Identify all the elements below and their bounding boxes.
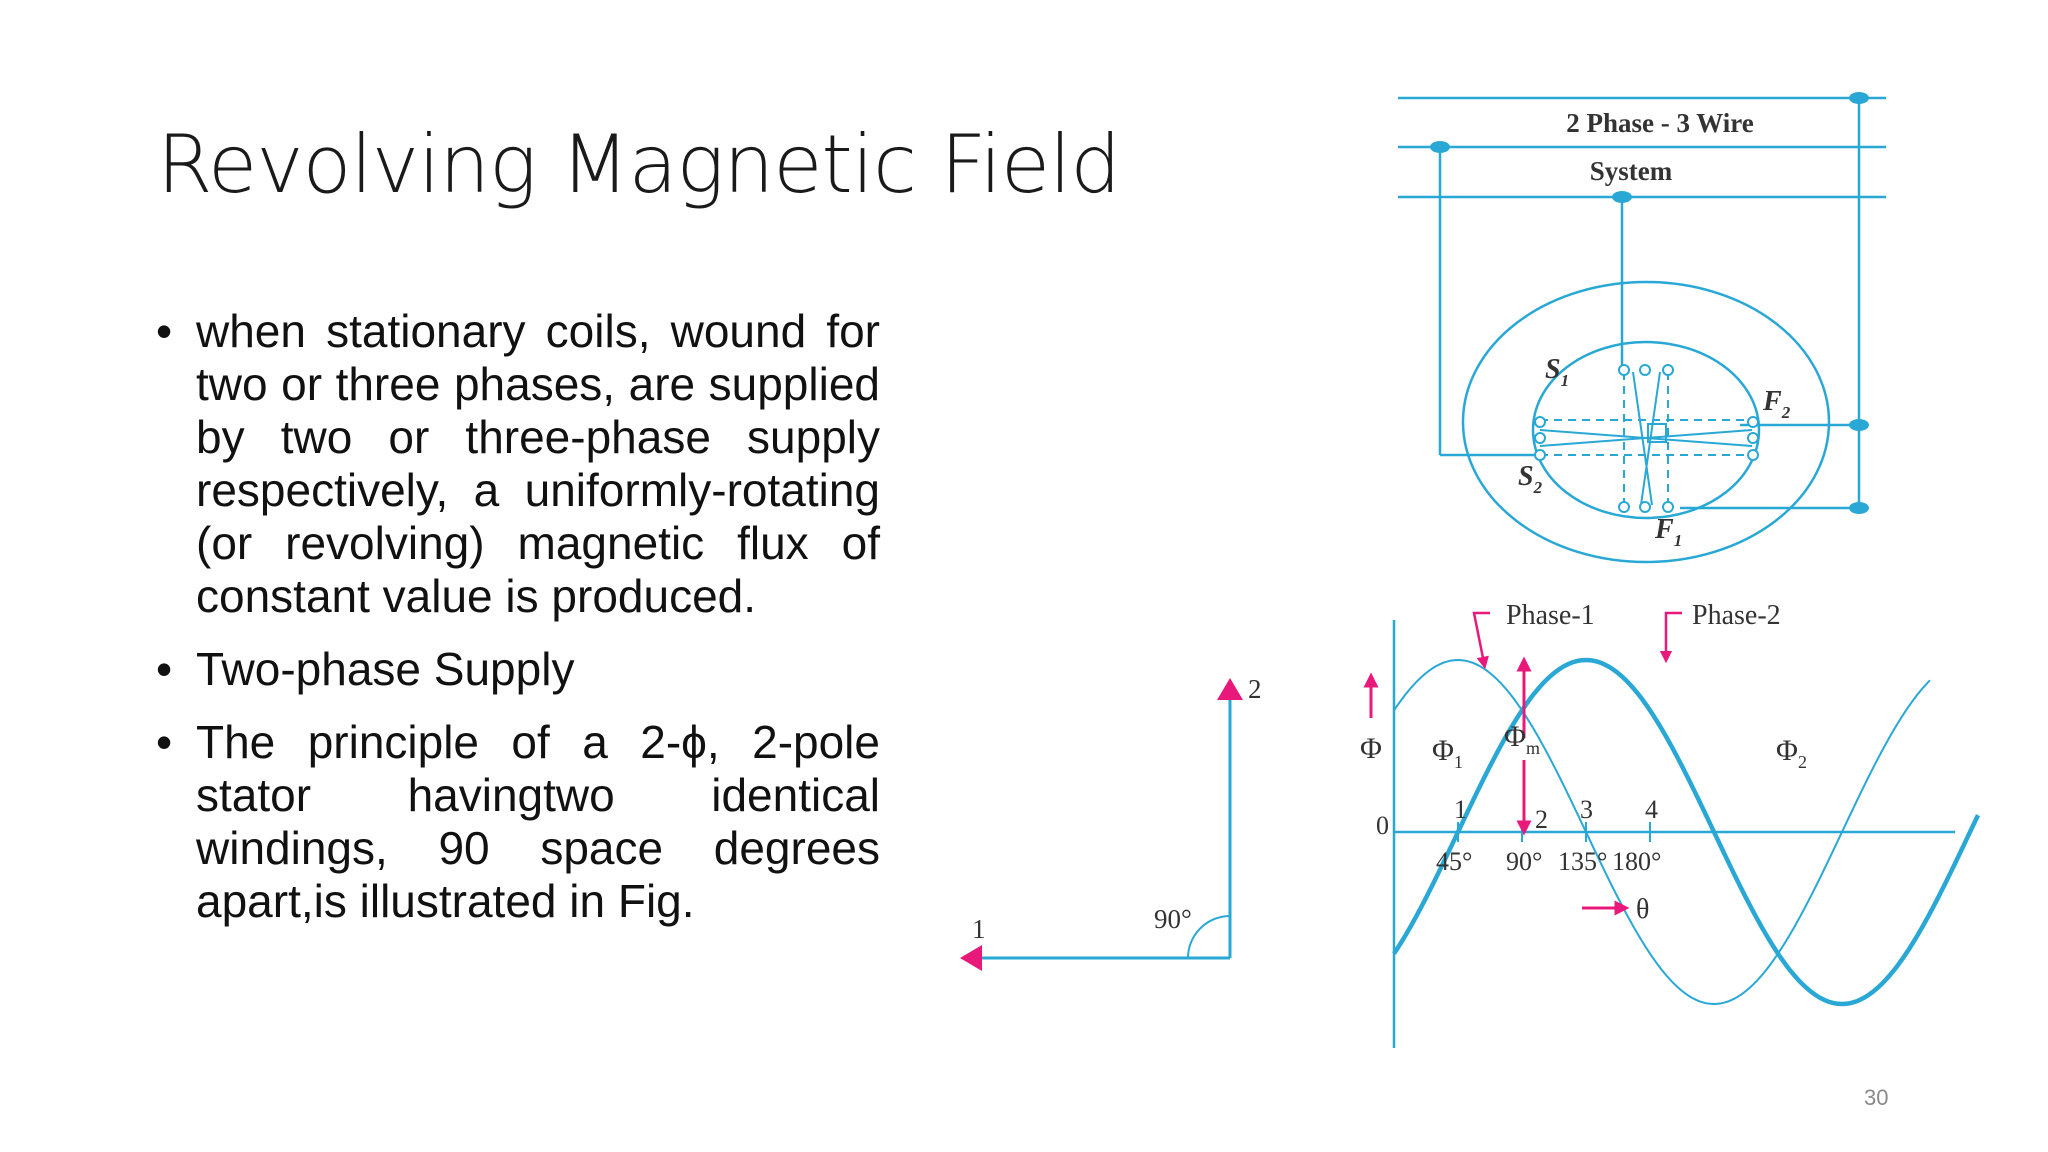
supply-nodes <box>1430 92 1869 514</box>
flux-max-sub: m <box>1526 738 1540 758</box>
point-label-2: 2 <box>1535 805 1548 834</box>
phase-1-pointer <box>1472 611 1490 670</box>
point-label-4: 4 <box>1645 795 1658 824</box>
coil-s1-label: S1 <box>1545 354 1569 390</box>
angle-tick-135: 135° <box>1558 847 1607 876</box>
flux-2-label: Φ2 <box>1776 734 1807 772</box>
angle-arc <box>1187 915 1231 959</box>
bullet-glyph: • <box>156 643 173 695</box>
flux-1-letter: Φ <box>1432 734 1454 767</box>
slide-title: Revolving Magnetic Field <box>157 118 1121 211</box>
bullet-text: The principle of a 2-ϕ, 2-pole stator ha… <box>196 716 880 927</box>
axis-2-arrowhead <box>1217 678 1243 700</box>
flux-symbol: Φ <box>1360 732 1382 765</box>
coil-f1-sub: 1 <box>1674 531 1683 550</box>
bullet-item: • The principle of a 2-ϕ, 2-pole stator … <box>150 716 880 928</box>
angle-label: 90° <box>1154 904 1192 934</box>
angle-tick-90: 90° <box>1506 847 1542 876</box>
phase-2-label: Phase-2 <box>1692 600 1781 631</box>
point-label-3: 3 <box>1580 795 1593 824</box>
waveform-plot: Phase-1 Phase-2 Φ Φ1 Φm Φ2 0 1 2 3 4 45°… <box>1360 600 1981 1048</box>
bullet-glyph: • <box>156 716 173 768</box>
axis-1-label: 1 <box>972 914 986 944</box>
bullet-list: • when stationary coils, wound for two o… <box>150 305 880 948</box>
bullet-glyph: • <box>156 305 173 357</box>
coil-s1-sub: 1 <box>1561 371 1570 390</box>
theta-label: θ <box>1636 894 1649 925</box>
system-label-line1: 2 Phase - 3 Wire <box>1566 108 1754 138</box>
axis-2-label: 2 <box>1248 674 1262 704</box>
space-axis-diagram: 2 1 90° <box>960 674 1262 971</box>
coil-s1-letter: S <box>1545 354 1561 385</box>
point-label-1: 1 <box>1454 795 1467 824</box>
stator-diagram <box>1398 96 1886 564</box>
flux-1-label: Φ1 <box>1432 734 1463 772</box>
coil-windings <box>1539 371 1753 506</box>
phase-2-wave <box>1392 657 1981 1007</box>
coil-f2-letter: F <box>1762 386 1782 417</box>
flux-2-sub: 2 <box>1798 752 1807 772</box>
flux-2-letter: Φ <box>1776 734 1798 767</box>
coil-s2-sub: 2 <box>1533 478 1543 497</box>
coil-s2-label: S2 <box>1518 461 1543 497</box>
bullet-text: when stationary coils, wound for two or … <box>196 305 880 622</box>
system-label-line2: System <box>1590 156 1673 186</box>
stator-inner <box>1531 340 1761 520</box>
flux-1-sub: 1 <box>1454 752 1463 772</box>
coil-f2-sub: 2 <box>1781 403 1791 422</box>
stator-outer <box>1461 280 1831 564</box>
origin-label: 0 <box>1376 811 1389 840</box>
page-number: 30 <box>1864 1085 1889 1110</box>
coil-f2-label: F2 <box>1762 386 1791 422</box>
coil-s2-letter: S <box>1518 461 1534 492</box>
axis-1-arrowhead <box>960 945 982 971</box>
bullet-item: • Two-phase Supply <box>150 643 880 696</box>
phase-1-label: Phase-1 <box>1506 600 1595 631</box>
coil-labels: S1 S2 F2 F1 <box>1518 354 1791 550</box>
bullet-item: • when stationary coils, wound for two o… <box>150 305 880 623</box>
angle-tick-45: 45° <box>1436 847 1472 876</box>
flux-max-label: Φm <box>1504 720 1540 758</box>
bullet-text: Two-phase Supply <box>196 643 575 695</box>
coil-f1-label: F1 <box>1654 514 1682 550</box>
flux-max-letter: Φ <box>1504 720 1526 753</box>
phase-2-pointer <box>1659 611 1682 664</box>
coil-f1-letter: F <box>1654 514 1674 545</box>
coil-terminals <box>1534 364 1759 513</box>
angle-tick-180: 180° <box>1612 847 1661 876</box>
